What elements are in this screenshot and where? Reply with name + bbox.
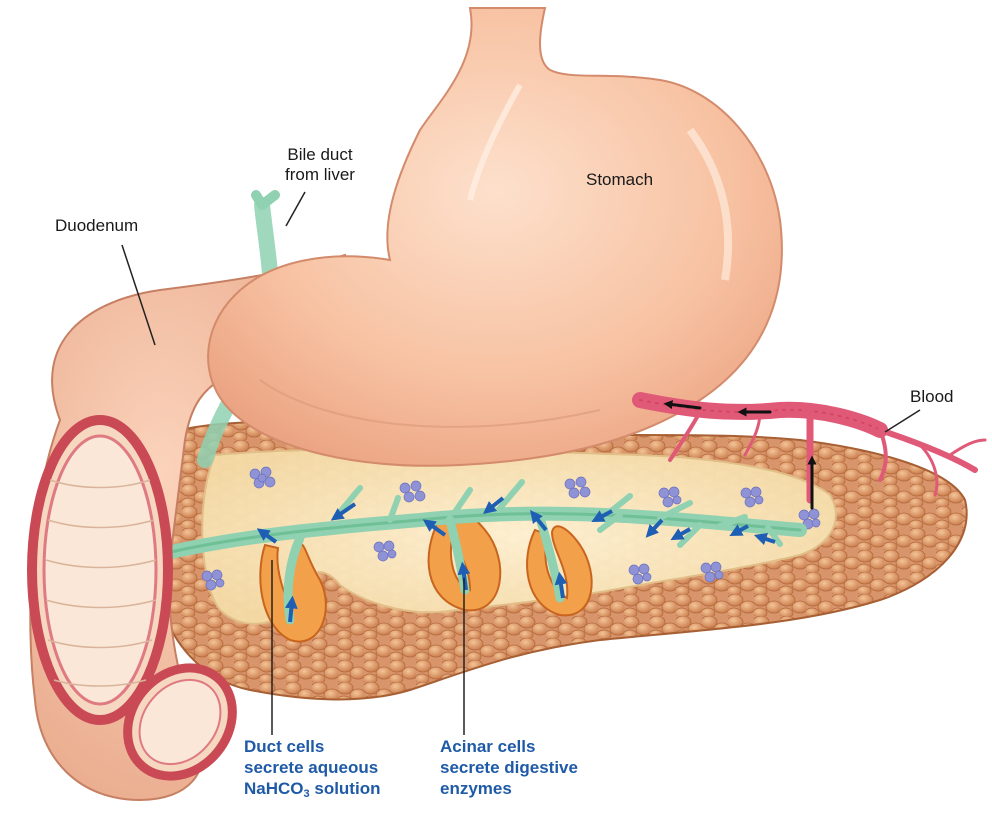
label-duct-cells-line1: Duct cells [244, 737, 325, 756]
label-duct-cells-subscript: 3 [303, 788, 310, 800]
label-duct-cells: Duct cells secrete aqueous NaHCO3 soluti… [244, 736, 381, 800]
label-blood: Blood [910, 387, 954, 406]
label-duct-cells-line2: secrete aqueous [244, 758, 379, 777]
duodenum [27, 253, 362, 802]
label-acinar-line2: secrete digestive [440, 758, 578, 777]
label-duodenum: Duodenum [55, 216, 139, 235]
label-acinar-cells: Acinar cells secrete digestive enzymes [440, 736, 578, 799]
leader-lines [121, 191, 921, 735]
label-bile-duct: Bile duct from liver [270, 145, 370, 185]
label-acinar-line1: Acinar cells [440, 737, 536, 756]
label-bile-duct-line2: from liver [285, 165, 355, 184]
blood-vessel [632, 392, 987, 510]
label-stomach: Stomach [586, 170, 654, 189]
label-bile-duct-line1: Bile duct [287, 145, 353, 164]
stomach [207, 7, 783, 467]
label-duct-cells-line3: NaHCO3 solution [244, 778, 381, 800]
label-duct-cells-formula: NaHCO [244, 779, 304, 798]
label-duct-cells-suffix: solution [309, 779, 381, 798]
pancreas [97, 420, 968, 701]
label-acinar-line3: enzymes [440, 779, 512, 798]
